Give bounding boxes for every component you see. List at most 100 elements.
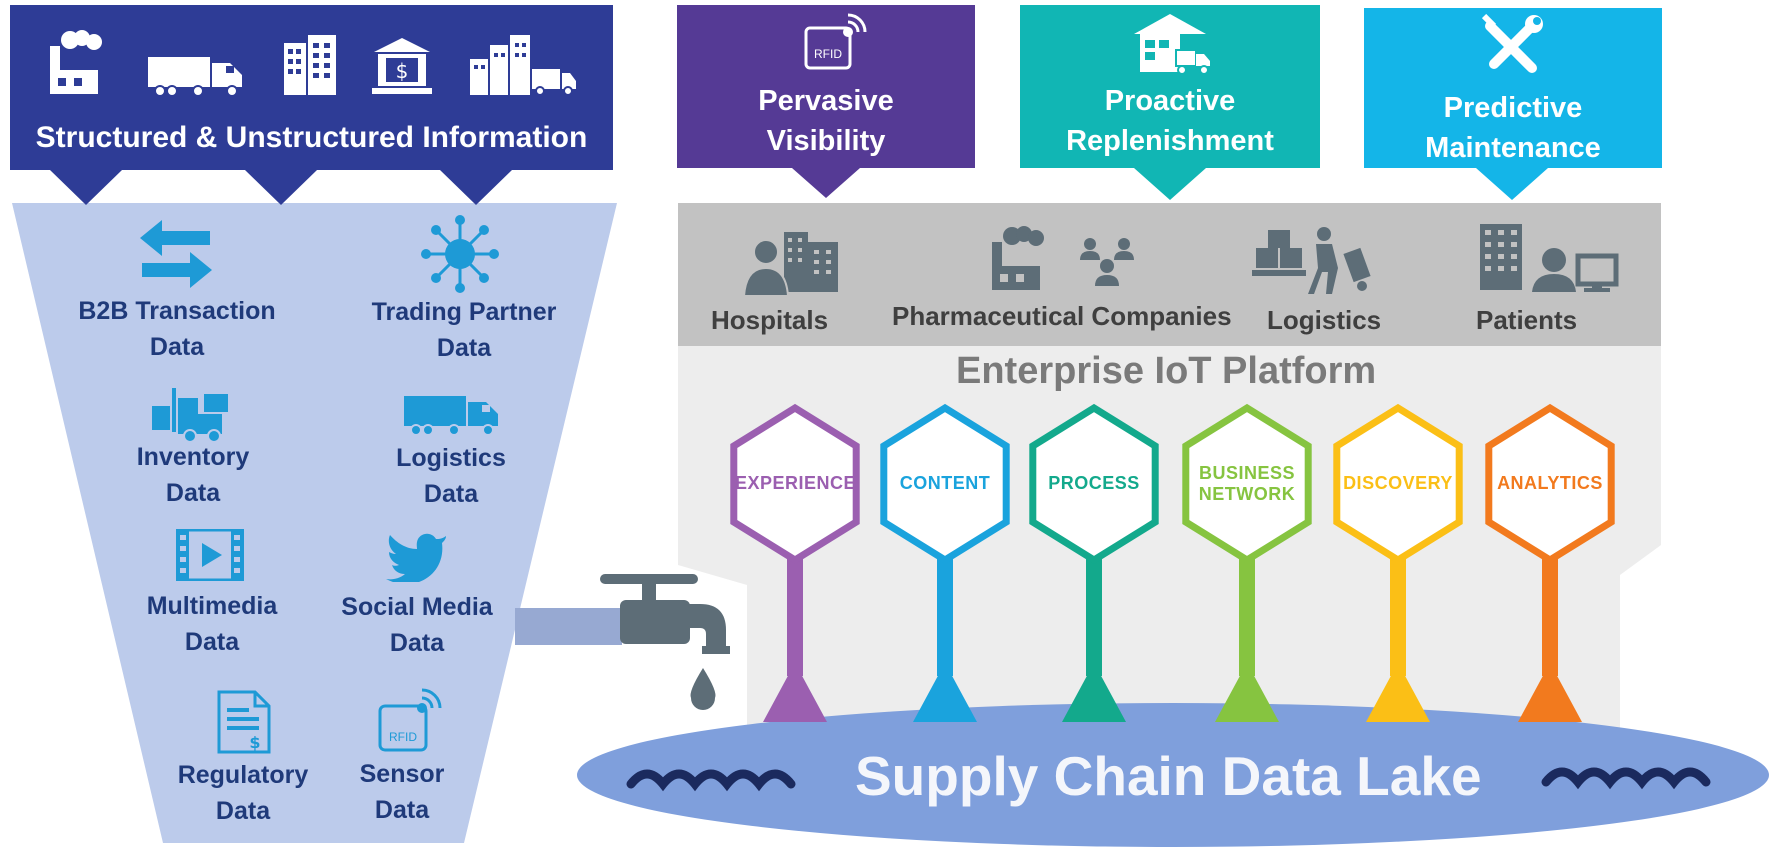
banner-notch: [1476, 168, 1548, 200]
rfid-tag-text: RFID: [814, 47, 842, 61]
banner-visibility-line2: Visibility: [766, 125, 886, 157]
source-label-logistics: Logistics Data: [341, 440, 561, 512]
capability-label-line2: NETWORK: [1198, 484, 1296, 504]
stakeholder-hospitals: Hospitals: [711, 305, 829, 335]
source-label-regulatory: Regulatory Data: [133, 757, 353, 829]
capability-base: [1215, 672, 1279, 722]
capability-label: PROCESS: [1034, 473, 1154, 494]
exchange-arrows-icon: [140, 220, 212, 288]
source-label-line2: Data: [374, 796, 430, 824]
capability-label: ANALYTICS: [1490, 473, 1610, 494]
stakeholder-pharma: Pharmaceutical Companies: [892, 301, 1232, 331]
capability-stem: [937, 554, 953, 676]
truck-icon: [404, 396, 498, 436]
source-label-social-media: Social Media Data: [307, 589, 527, 661]
capability-base: [1062, 672, 1126, 722]
capability-label-line1: BUSINESS: [1198, 463, 1296, 483]
faucet-pipe: [515, 608, 622, 645]
banner-predictive-maintenance: Predictive Maintenance: [1364, 8, 1662, 168]
film-play-icon: [176, 529, 244, 581]
bird-icon: [386, 533, 446, 582]
hospital-icon: [742, 232, 838, 297]
capability-label: EXPERIENCE: [735, 473, 857, 494]
source-label-line1: Sensor: [359, 760, 445, 788]
source-label-b2b: B2B Transaction Data: [67, 293, 287, 365]
capability-label-line1: DISCOVERY: [1343, 473, 1453, 493]
source-label-line1: Inventory: [136, 443, 250, 471]
factory-icon: [50, 30, 102, 94]
source-label-line1: Trading Partner: [371, 298, 557, 326]
banner-replenishment-line2: Replenishment: [1066, 125, 1274, 157]
rfid-tag-icon: RFID: [804, 13, 867, 70]
people-group-icon: [1080, 238, 1134, 286]
logistics-worker-icon: [1252, 227, 1371, 294]
forklift-icon: [152, 388, 228, 442]
capability-base: [763, 672, 827, 722]
banner-notch: [50, 170, 122, 205]
wave-icon: [626, 769, 796, 792]
banner-replenishment-line1: Proactive: [1104, 85, 1236, 117]
capability-stem: [787, 554, 803, 676]
source-label-line2: Data: [436, 334, 492, 362]
capability-hexagon: [1485, 403, 1615, 565]
svg-text:$: $: [396, 59, 409, 83]
faucet-icon: [600, 574, 730, 710]
source-label-line2: Data: [215, 797, 271, 825]
capability-label-line1: CONTENT: [899, 473, 991, 493]
banner-notch: [1134, 168, 1206, 200]
capability-hexagon: [730, 403, 860, 565]
banner-pervasive-visibility: Pervasive Visibility: [677, 5, 975, 168]
capability-label: CONTENT: [885, 473, 1005, 494]
capability-base: [913, 672, 977, 722]
banner-maintenance-line2: Maintenance: [1425, 132, 1601, 164]
city-truck-icon: [470, 35, 576, 96]
banner-visibility-line1: Pervasive: [758, 85, 894, 117]
capability-hexagon: [1182, 403, 1312, 565]
source-label-trading-partner: Trading Partner Data: [354, 294, 574, 366]
source-label-multimedia: Multimedia Data: [102, 588, 322, 660]
data-funnel: [12, 203, 617, 843]
network-hub-icon: [421, 215, 499, 293]
source-label-line2: Data: [149, 333, 205, 361]
capability-stem: [1542, 554, 1558, 676]
capability-label-line1: ANALYTICS: [1497, 473, 1603, 493]
banner-structured-title: Structured & Unstructured Information: [35, 121, 588, 154]
wave-icon: [1541, 767, 1711, 790]
rfid-icon: RFID: [378, 688, 442, 752]
wrench-screwdriver-icon: [1481, 14, 1543, 73]
source-label-line1: Logistics: [396, 444, 506, 472]
source-label-line2: Data: [184, 628, 240, 656]
capability-base: [1366, 672, 1430, 722]
stakeholder-logistics: Logistics: [1267, 305, 1382, 335]
truck-icon: [148, 57, 242, 97]
platform-title: Enterprise IoT Platform: [956, 350, 1377, 392]
svg-text:$: $: [249, 733, 260, 752]
sensor-rfid-text: RFID: [389, 730, 417, 744]
capability-stem: [1390, 554, 1406, 676]
factory-icon: [992, 226, 1044, 290]
capability-label-line1: PROCESS: [1048, 473, 1140, 493]
capability-hexagon: [1333, 403, 1463, 565]
source-label-line1: B2B Transaction: [78, 297, 276, 325]
capability-label: DISCOVERY: [1338, 473, 1458, 494]
capability-stem: [1086, 554, 1102, 676]
source-label-inventory: Inventory Data: [83, 439, 303, 511]
source-label-sensor: Sensor Data: [292, 756, 512, 828]
capability-hexagon: [880, 403, 1010, 565]
source-label-line2: Data: [389, 629, 445, 657]
source-label-line1: Multimedia: [146, 592, 278, 620]
data-lake: [577, 703, 1769, 847]
banner-notch: [245, 170, 317, 205]
lake-title: Supply Chain Data Lake: [855, 745, 1482, 807]
capability-base: [1518, 672, 1582, 722]
source-label-line2: Data: [423, 480, 479, 508]
capability-stem: [1239, 554, 1255, 676]
capability-label-line1: EXPERIENCE: [735, 473, 857, 493]
banner-notch: [792, 168, 860, 198]
bank-icon: $: [372, 38, 432, 94]
capability-hexagon: [1029, 403, 1159, 565]
source-label-line2: Data: [165, 479, 221, 507]
patient-building-icon: [1480, 224, 1619, 292]
